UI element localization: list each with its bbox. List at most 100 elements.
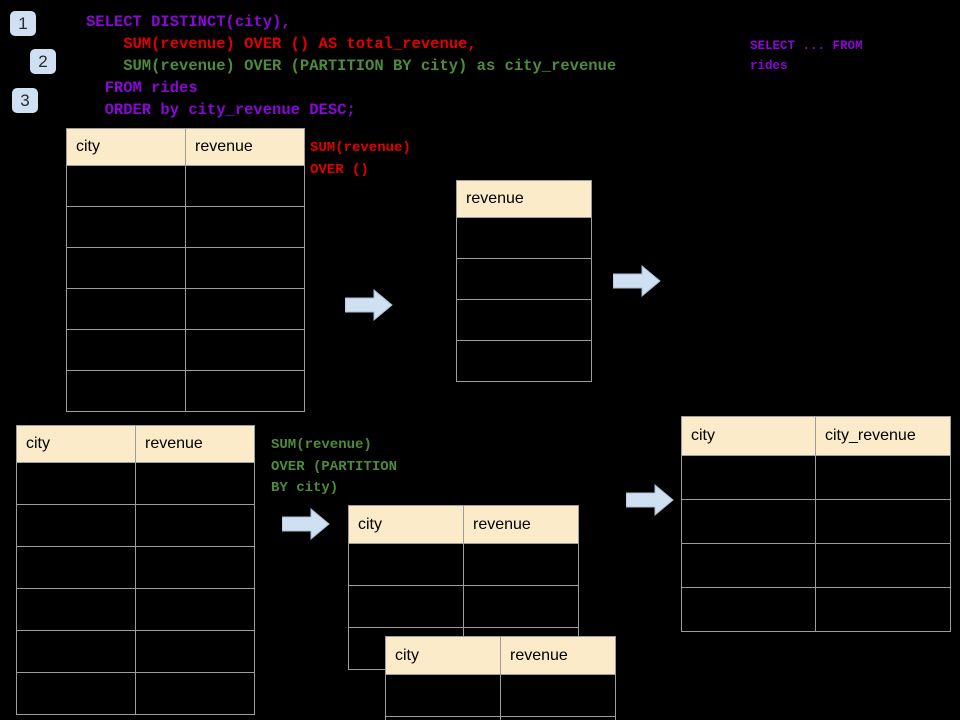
cell-revenue xyxy=(135,462,255,505)
cell-city xyxy=(348,585,464,628)
cell-city-revenue xyxy=(815,499,951,544)
cell-city xyxy=(66,247,186,289)
side-note-rides: rides xyxy=(750,59,788,73)
table-row xyxy=(66,206,305,248)
table-header-row: city revenue xyxy=(16,425,255,463)
table-row xyxy=(456,299,592,341)
cell-city xyxy=(681,455,816,500)
table-row xyxy=(16,546,255,589)
cell-city xyxy=(16,672,136,715)
cell-city xyxy=(681,499,816,544)
cell-city xyxy=(348,543,464,586)
column-header-revenue: revenue xyxy=(456,180,592,218)
cell-revenue xyxy=(185,370,305,412)
column-header-revenue: revenue xyxy=(500,636,616,675)
table-row xyxy=(66,329,305,371)
arrow-rides-to-total-revenue-icon xyxy=(345,289,393,321)
sql-line-select: SELECT DISTINCT(city), xyxy=(86,13,291,31)
cell-city xyxy=(66,206,186,248)
sql-line-city-revenue: SUM(revenue) OVER (PARTITION BY city) as… xyxy=(86,57,617,75)
step-badge-2-label: 2 xyxy=(38,52,48,71)
cell-revenue xyxy=(135,504,255,547)
cell-city-revenue xyxy=(815,543,951,588)
result-table: city city_revenue xyxy=(681,416,951,632)
cell-city-revenue xyxy=(815,455,951,500)
table-row xyxy=(66,165,305,207)
cell-revenue xyxy=(500,674,616,717)
cell-city xyxy=(16,588,136,631)
cell-revenue xyxy=(456,299,592,341)
column-header-city: city xyxy=(16,425,136,463)
step-badge-2: 2 xyxy=(30,49,56,74)
cell-city xyxy=(16,504,136,547)
cell-city xyxy=(681,543,816,588)
table-row xyxy=(16,630,255,673)
table-header-row: city revenue xyxy=(385,636,616,675)
step-badge-1: 1 xyxy=(10,11,36,36)
column-header-city: city xyxy=(385,636,501,675)
cell-revenue xyxy=(463,585,579,628)
annotation-total-revenue: SUM(revenue) OVER () xyxy=(310,140,411,178)
cell-revenue xyxy=(185,165,305,207)
cell-revenue xyxy=(135,630,255,673)
sql-line-from: FROM rides xyxy=(86,79,198,97)
column-header-city: city xyxy=(66,128,186,166)
cell-city xyxy=(385,716,501,720)
column-header-revenue: revenue xyxy=(463,505,579,544)
cell-city xyxy=(681,587,816,632)
table-row xyxy=(66,288,305,330)
table-header-row: revenue xyxy=(456,180,592,218)
sql-line-order-by: ORDER by city_revenue DESC; xyxy=(86,101,356,119)
arrow-partition-to-result-icon xyxy=(626,484,674,516)
table-header-row: city revenue xyxy=(66,128,305,166)
column-header-city: city xyxy=(348,505,464,544)
sql-line-total-revenue: SUM(revenue) OVER () AS total_revenue, xyxy=(86,35,477,53)
table-row xyxy=(16,462,255,505)
step-badge-1-label: 1 xyxy=(18,14,28,33)
cell-revenue xyxy=(456,340,592,382)
partition-group-table-front: city revenue xyxy=(385,636,616,720)
table-row xyxy=(456,217,592,259)
table-row xyxy=(456,340,592,382)
cell-city xyxy=(385,674,501,717)
cell-city xyxy=(16,630,136,673)
rides-source-table-bottom: city revenue xyxy=(16,425,255,715)
table-row xyxy=(16,504,255,547)
cell-revenue xyxy=(456,217,592,259)
cell-revenue xyxy=(185,288,305,330)
column-header-revenue: revenue xyxy=(185,128,305,166)
cell-city xyxy=(66,370,186,412)
cell-revenue xyxy=(185,329,305,371)
table-row xyxy=(385,716,616,720)
table-row xyxy=(16,588,255,631)
table-row xyxy=(348,543,579,586)
table-row xyxy=(16,672,255,715)
arrow-total-revenue-to-result-icon xyxy=(613,265,661,297)
table-row xyxy=(681,587,951,632)
step-badge-3: 3 xyxy=(12,88,38,113)
cell-revenue xyxy=(456,258,592,300)
table-row xyxy=(66,247,305,289)
cell-revenue xyxy=(135,546,255,589)
table-row xyxy=(681,543,951,588)
step-badge-3-label: 3 xyxy=(20,91,30,110)
table-row xyxy=(348,585,579,628)
arrow-rides-to-partition-icon xyxy=(282,508,330,540)
table-row xyxy=(66,370,305,412)
column-header-city-revenue: city_revenue xyxy=(815,416,951,456)
cell-revenue xyxy=(135,588,255,631)
rides-source-table-top: city revenue xyxy=(66,128,305,412)
cell-city xyxy=(16,462,136,505)
table-row xyxy=(681,455,951,500)
table-row xyxy=(385,674,616,717)
cell-city xyxy=(66,329,186,371)
annotation-city-revenue: SUM(revenue) OVER (PARTITION BY city) xyxy=(271,437,398,496)
cell-revenue xyxy=(185,206,305,248)
cell-city xyxy=(66,165,186,207)
cell-city-revenue xyxy=(815,587,951,632)
side-note-select-from: SELECT ... FROM xyxy=(750,39,863,53)
table-row xyxy=(456,258,592,300)
cell-city xyxy=(16,546,136,589)
total-revenue-table: revenue xyxy=(456,180,592,382)
